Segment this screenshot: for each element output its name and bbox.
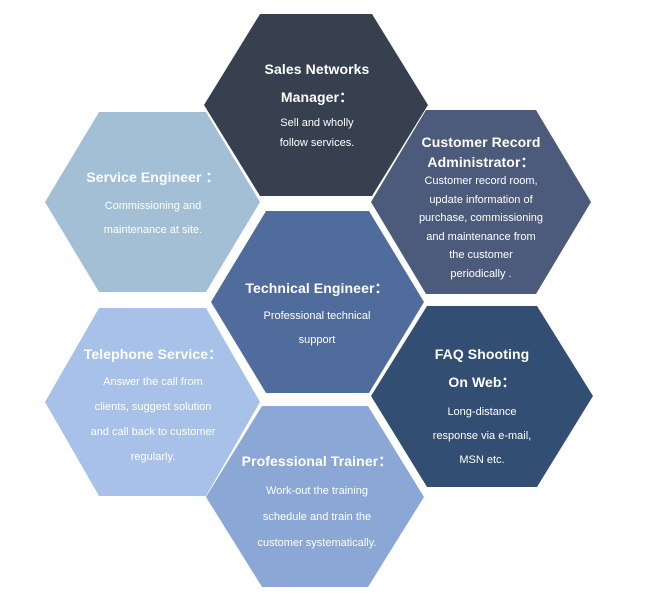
description-line: schedule and train the [262,511,372,523]
description-line: MSN etc. [459,454,505,466]
hexagon-service-engineer [45,112,260,292]
title-line: On Web： [448,374,516,390]
description-line: response via e-mail, [432,430,532,442]
faq-shooting-on-web-text: FAQ Shooting On Web： Long-distance respo… [397,340,567,472]
hexagon-customer-record-administrator [371,110,591,294]
professional-trainer-description: Work-out the training schedule and train… [258,478,377,556]
customer-record-administrator-title: Customer Record Administrator： [422,132,541,172]
telephone-service-description: Answer the call from clients, suggest so… [91,370,216,470]
description-line: follow services. [279,137,355,149]
title-line: Technical Engineer： [245,280,389,296]
title-line: Professional Trainer： [241,453,393,469]
title-line: Administrator： [427,154,535,170]
description-line: the customer [449,249,513,261]
service-engineer-text: Service Engineer ： Commissioning and mai… [68,166,238,242]
hexagon-technical-engineer [211,211,424,393]
telephone-service-text: Telephone Service： Answer the call from … [63,343,243,470]
faq-shooting-on-web-description: Long-distance response via e-mail, MSN e… [433,400,531,472]
hexagon-telephone-service [45,308,260,496]
hexagon-sales-networks-manager [204,14,428,196]
title-line: Sales Networks [264,61,370,77]
description-line: periodically . [450,267,512,280]
telephone-service-title: Telephone Service： [84,343,222,365]
description-line: update information of [429,193,533,206]
description-line: Work-out the training [266,485,368,497]
faq-shooting-on-web-title: FAQ Shooting On Web： [435,340,530,396]
service-engineer-description: Commissioning and maintenance at site. [104,194,202,242]
sales-networks-manager-title: Sales Networks Manager： [265,55,370,111]
description-line: Sell and wholly [280,117,354,129]
description-line: and call back to customer [90,426,216,438]
service-engineer-title: Service Engineer ： [86,166,219,188]
description-line: support [298,334,336,346]
title-line: Customer Record [421,134,541,150]
hexagon-faq-shooting-on-web [371,306,593,487]
description-line: purchase, commissioning [418,212,544,224]
description-line: and maintenance from [426,230,536,243]
description-line: clients, suggest solution [94,401,212,413]
professional-trainer-title: Professional Trainer： [242,450,393,472]
description-line: Long-distance [447,406,517,418]
professional-trainer-text: Professional Trainer： Work-out the train… [230,450,404,556]
technical-engineer-description: Professional technical support [263,304,370,352]
description-line: maintenance at site. [103,224,203,236]
title-line: Manager： [280,89,354,105]
description-line: regularly. [130,451,176,463]
description-line: Answer the call from [103,376,203,388]
customer-record-administrator-description: Customer record room, update information… [419,172,543,283]
technical-engineer-title: Technical Engineer： [245,277,388,299]
title-line: FAQ Shooting [434,346,530,362]
sales-networks-manager-text: Sales Networks Manager： Sell and wholly … [232,55,402,153]
title-line: Telephone Service： [83,346,223,362]
customer-record-administrator-text: Customer Record Administrator： Customer … [391,132,571,283]
description-line: customer systematically. [257,537,377,549]
technical-engineer-text: Technical Engineer： Professional technic… [232,277,402,352]
description-line: Professional technical [263,310,371,322]
hexagon-professional-trainer [206,406,424,587]
title-line: Service Engineer ： [86,169,220,185]
sales-networks-manager-description: Sell and wholly follow services. [280,113,355,153]
description-line: Commissioning and [104,200,202,212]
description-line: Customer record room, [424,175,538,187]
